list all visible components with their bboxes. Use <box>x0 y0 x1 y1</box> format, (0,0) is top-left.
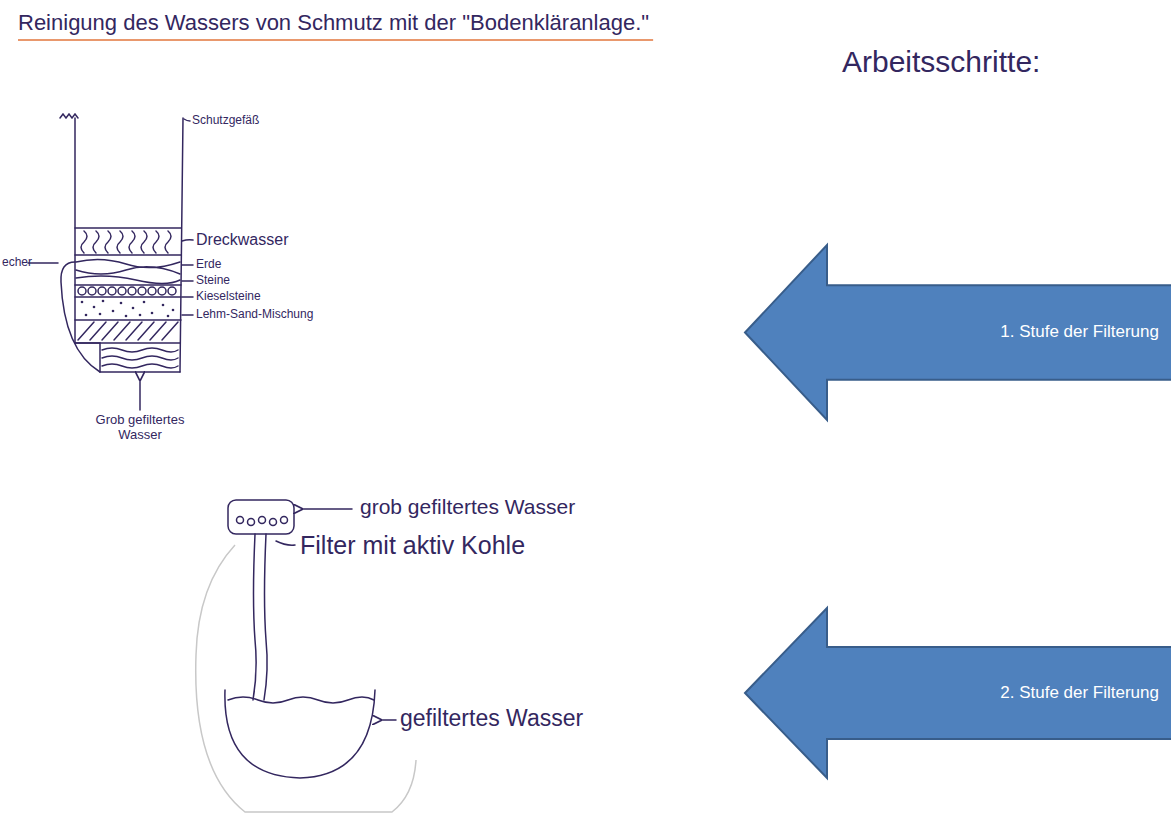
layer-label: Lehm-Sand-Mischung <box>196 308 313 322</box>
layer-label: Kieselsteine <box>196 290 261 304</box>
filter-label: Filter mit aktiv Kohle <box>300 531 525 560</box>
page-title: Reinigung des Wassers von Schmutz mit de… <box>18 10 649 35</box>
title-underline <box>18 39 653 41</box>
arrow-outline <box>745 245 1171 420</box>
part-label: echer <box>2 256 32 270</box>
output-label: Grob gefiltertes Wasser <box>85 413 195 443</box>
part-label: Schutzgefäß <box>192 114 259 128</box>
step-arrow: 2. Stufe der Filterung <box>745 608 1171 778</box>
step-arrow: 1. Stufe der Filterung <box>745 245 1171 420</box>
section-heading: Arbeitsschritte: <box>842 45 1040 80</box>
layer-label: Dreckwasser <box>196 231 288 249</box>
layer-label: Steine <box>196 274 230 288</box>
arrow-outline <box>745 608 1171 778</box>
step-label: 2. Stufe der Filterung <box>1000 683 1159 703</box>
layer-label: Erde <box>196 258 221 272</box>
output-label: gefiltertes Wasser <box>400 705 583 731</box>
step-label: 1. Stufe der Filterung <box>1000 322 1159 342</box>
input-label: grob gefiltertes Wasser <box>360 495 575 519</box>
filter-container <box>28 114 193 410</box>
